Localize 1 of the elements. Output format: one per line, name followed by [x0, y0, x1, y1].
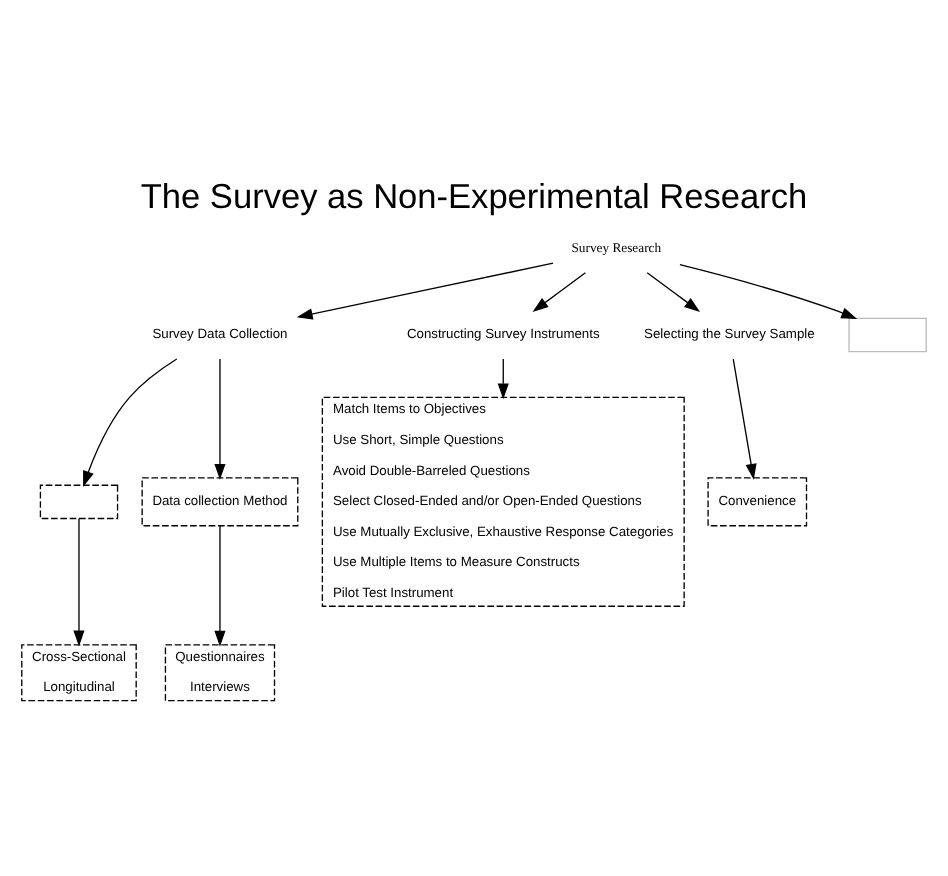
- diagram-title: The Survey as Non-Experimental Research: [140, 176, 808, 217]
